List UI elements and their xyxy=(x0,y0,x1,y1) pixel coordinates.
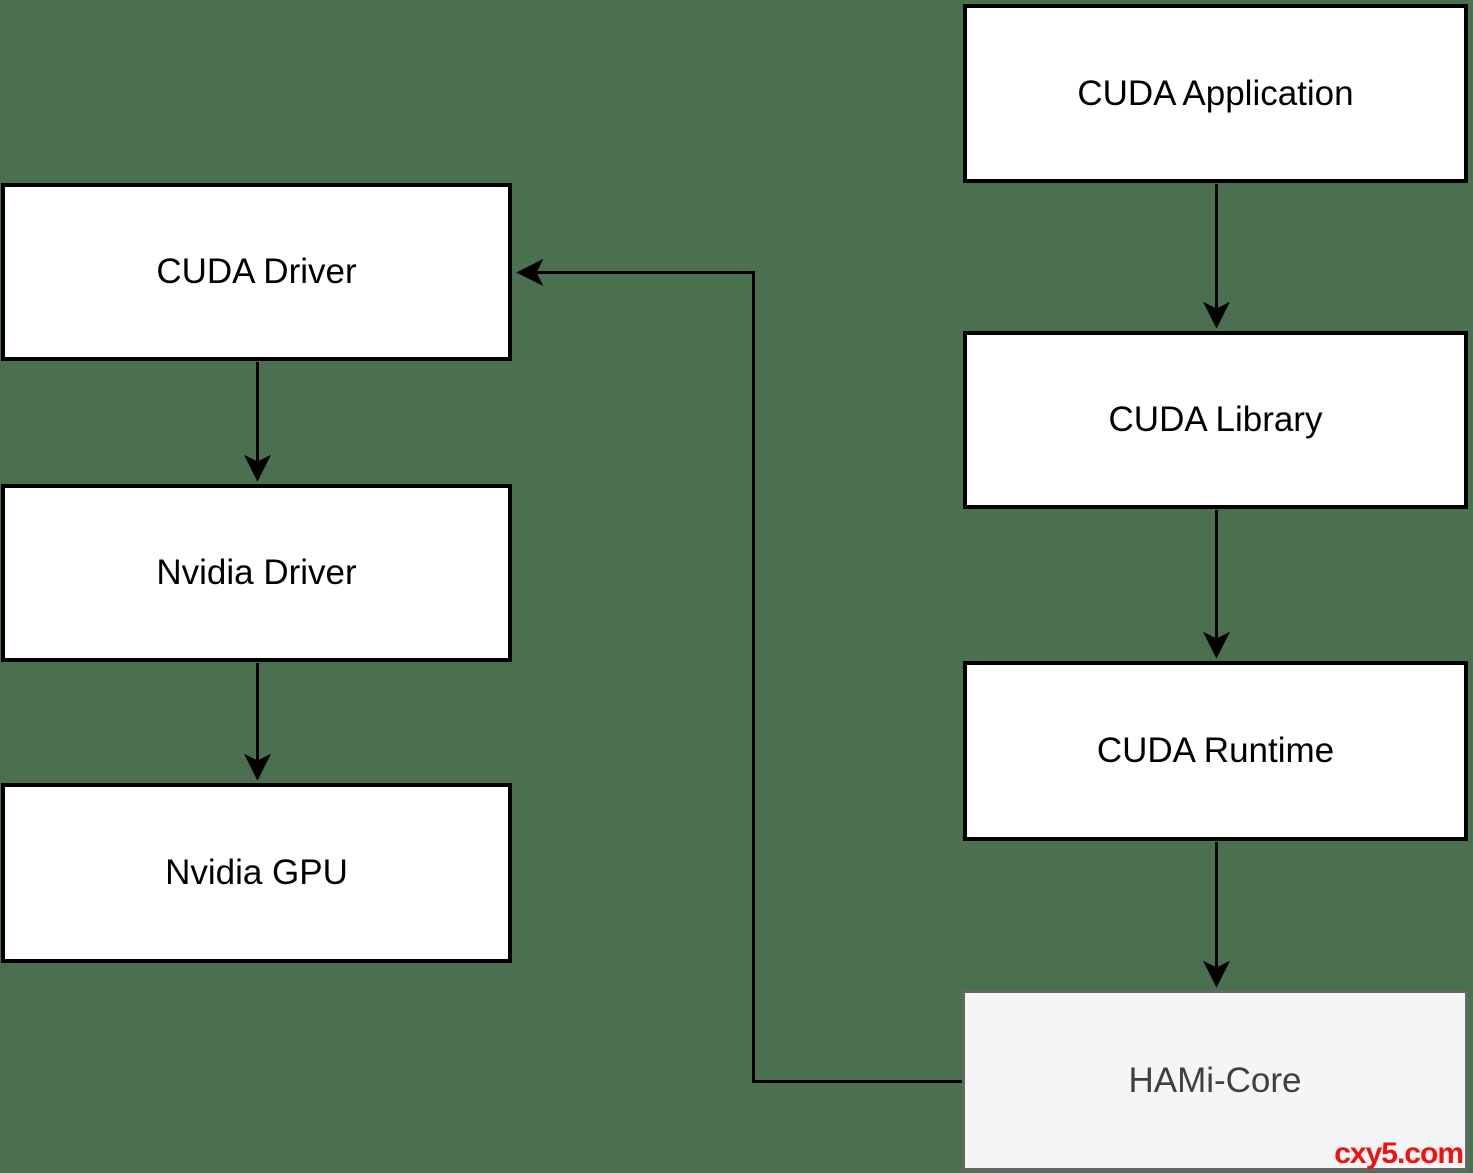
node-cuda-application: CUDA Application xyxy=(963,4,1468,183)
node-hami-core-label: HAMi-Core xyxy=(1128,1060,1302,1100)
node-hami-core: HAMi-Core xyxy=(962,990,1468,1171)
node-nvidia-driver-label: Nvidia Driver xyxy=(156,553,357,592)
arrow-hami-core-to-cuda-driver xyxy=(516,259,962,1083)
node-nvidia-gpu: Nvidia GPU xyxy=(1,783,512,963)
watermark: cxy5.com xyxy=(1334,1137,1464,1170)
node-cuda-library-label: CUDA Library xyxy=(1108,400,1323,439)
node-cuda-library: CUDA Library xyxy=(963,331,1468,509)
node-cuda-application-label: CUDA Application xyxy=(1077,73,1354,113)
node-cuda-driver: CUDA Driver xyxy=(1,183,512,361)
node-cuda-driver-label: CUDA Driver xyxy=(156,252,357,291)
node-nvidia-driver: Nvidia Driver xyxy=(1,484,512,662)
node-cuda-runtime-label: CUDA Runtime xyxy=(1096,731,1335,770)
node-cuda-runtime: CUDA Runtime xyxy=(963,661,1468,841)
node-nvidia-gpu-label: Nvidia GPU xyxy=(165,853,348,892)
